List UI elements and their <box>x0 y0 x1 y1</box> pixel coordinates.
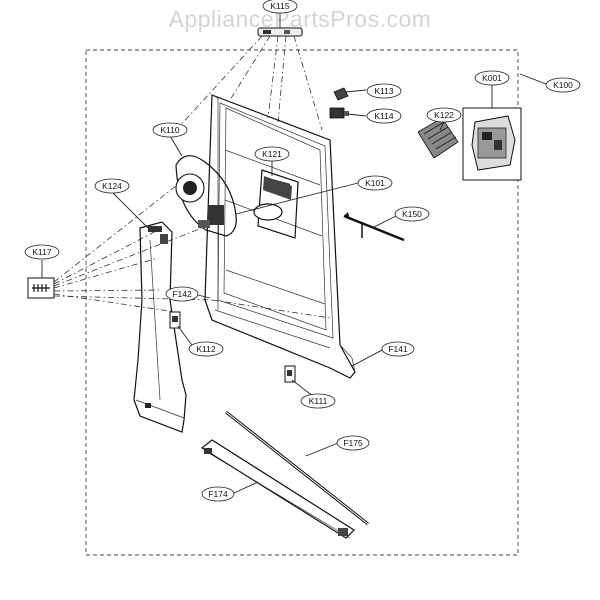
part-k101-door-frame <box>204 94 356 379</box>
svg-text:K112: K112 <box>196 344 215 354</box>
svg-text:F141: F141 <box>388 344 408 354</box>
label-f174: F174 <box>201 486 235 502</box>
svg-text:K110: K110 <box>160 125 179 135</box>
svg-text:K001: K001 <box>482 73 502 83</box>
part-f174-rail <box>200 439 355 539</box>
label-k117: K117 <box>24 244 60 260</box>
part-k110 <box>175 155 237 237</box>
svg-text:F174: F174 <box>208 489 228 499</box>
guide-lines-k115 <box>177 35 323 131</box>
part-k117-screw <box>27 277 55 299</box>
part-k150-rod <box>343 212 405 242</box>
leader-lines <box>41 12 547 495</box>
label-k121: K121 <box>254 146 290 162</box>
svg-text:K150: K150 <box>402 209 422 219</box>
svg-text:K100: K100 <box>553 80 573 90</box>
callout-labels: K115 K100 K001 K113 K114 K122 K110 K121 … <box>24 0 581 502</box>
label-k001: K001 <box>474 70 510 86</box>
label-k100: K100 <box>545 77 581 93</box>
part-k124-side-panel <box>133 221 187 433</box>
label-k110: K110 <box>152 122 188 138</box>
label-f141: F141 <box>381 341 415 357</box>
svg-text:K121: K121 <box>262 149 282 159</box>
label-k113: K113 <box>366 83 402 99</box>
label-k114: K114 <box>366 108 402 124</box>
svg-text:K101: K101 <box>365 178 385 188</box>
part-k001-control-module <box>462 107 522 181</box>
svg-text:K114: K114 <box>374 111 393 121</box>
svg-text:K117: K117 <box>32 247 51 257</box>
part-k115 <box>257 27 303 37</box>
part-f175 <box>225 410 369 526</box>
svg-text:K111: K111 <box>309 396 328 406</box>
assembly-boundary <box>85 49 519 556</box>
label-f142: F142 <box>165 286 199 302</box>
label-k101: K101 <box>357 175 393 191</box>
svg-text:K124: K124 <box>102 181 122 191</box>
svg-text:K113: K113 <box>374 86 393 96</box>
label-k112: K112 <box>188 341 224 357</box>
svg-text:F175: F175 <box>343 438 363 448</box>
svg-text:K115: K115 <box>270 1 289 11</box>
part-k114 <box>329 107 349 119</box>
svg-text:K122: K122 <box>434 110 454 120</box>
label-k124: K124 <box>94 178 130 194</box>
label-k122: K122 <box>426 107 462 123</box>
label-k150: K150 <box>394 206 430 222</box>
svg-text:F142: F142 <box>172 289 192 299</box>
part-k112 <box>169 311 181 329</box>
part-k113 <box>333 87 349 101</box>
label-k115: K115 <box>262 0 298 14</box>
part-k122-grille <box>417 117 459 159</box>
label-k111: K111 <box>300 393 336 409</box>
label-f175: F175 <box>336 435 370 451</box>
part-k111 <box>284 365 296 383</box>
